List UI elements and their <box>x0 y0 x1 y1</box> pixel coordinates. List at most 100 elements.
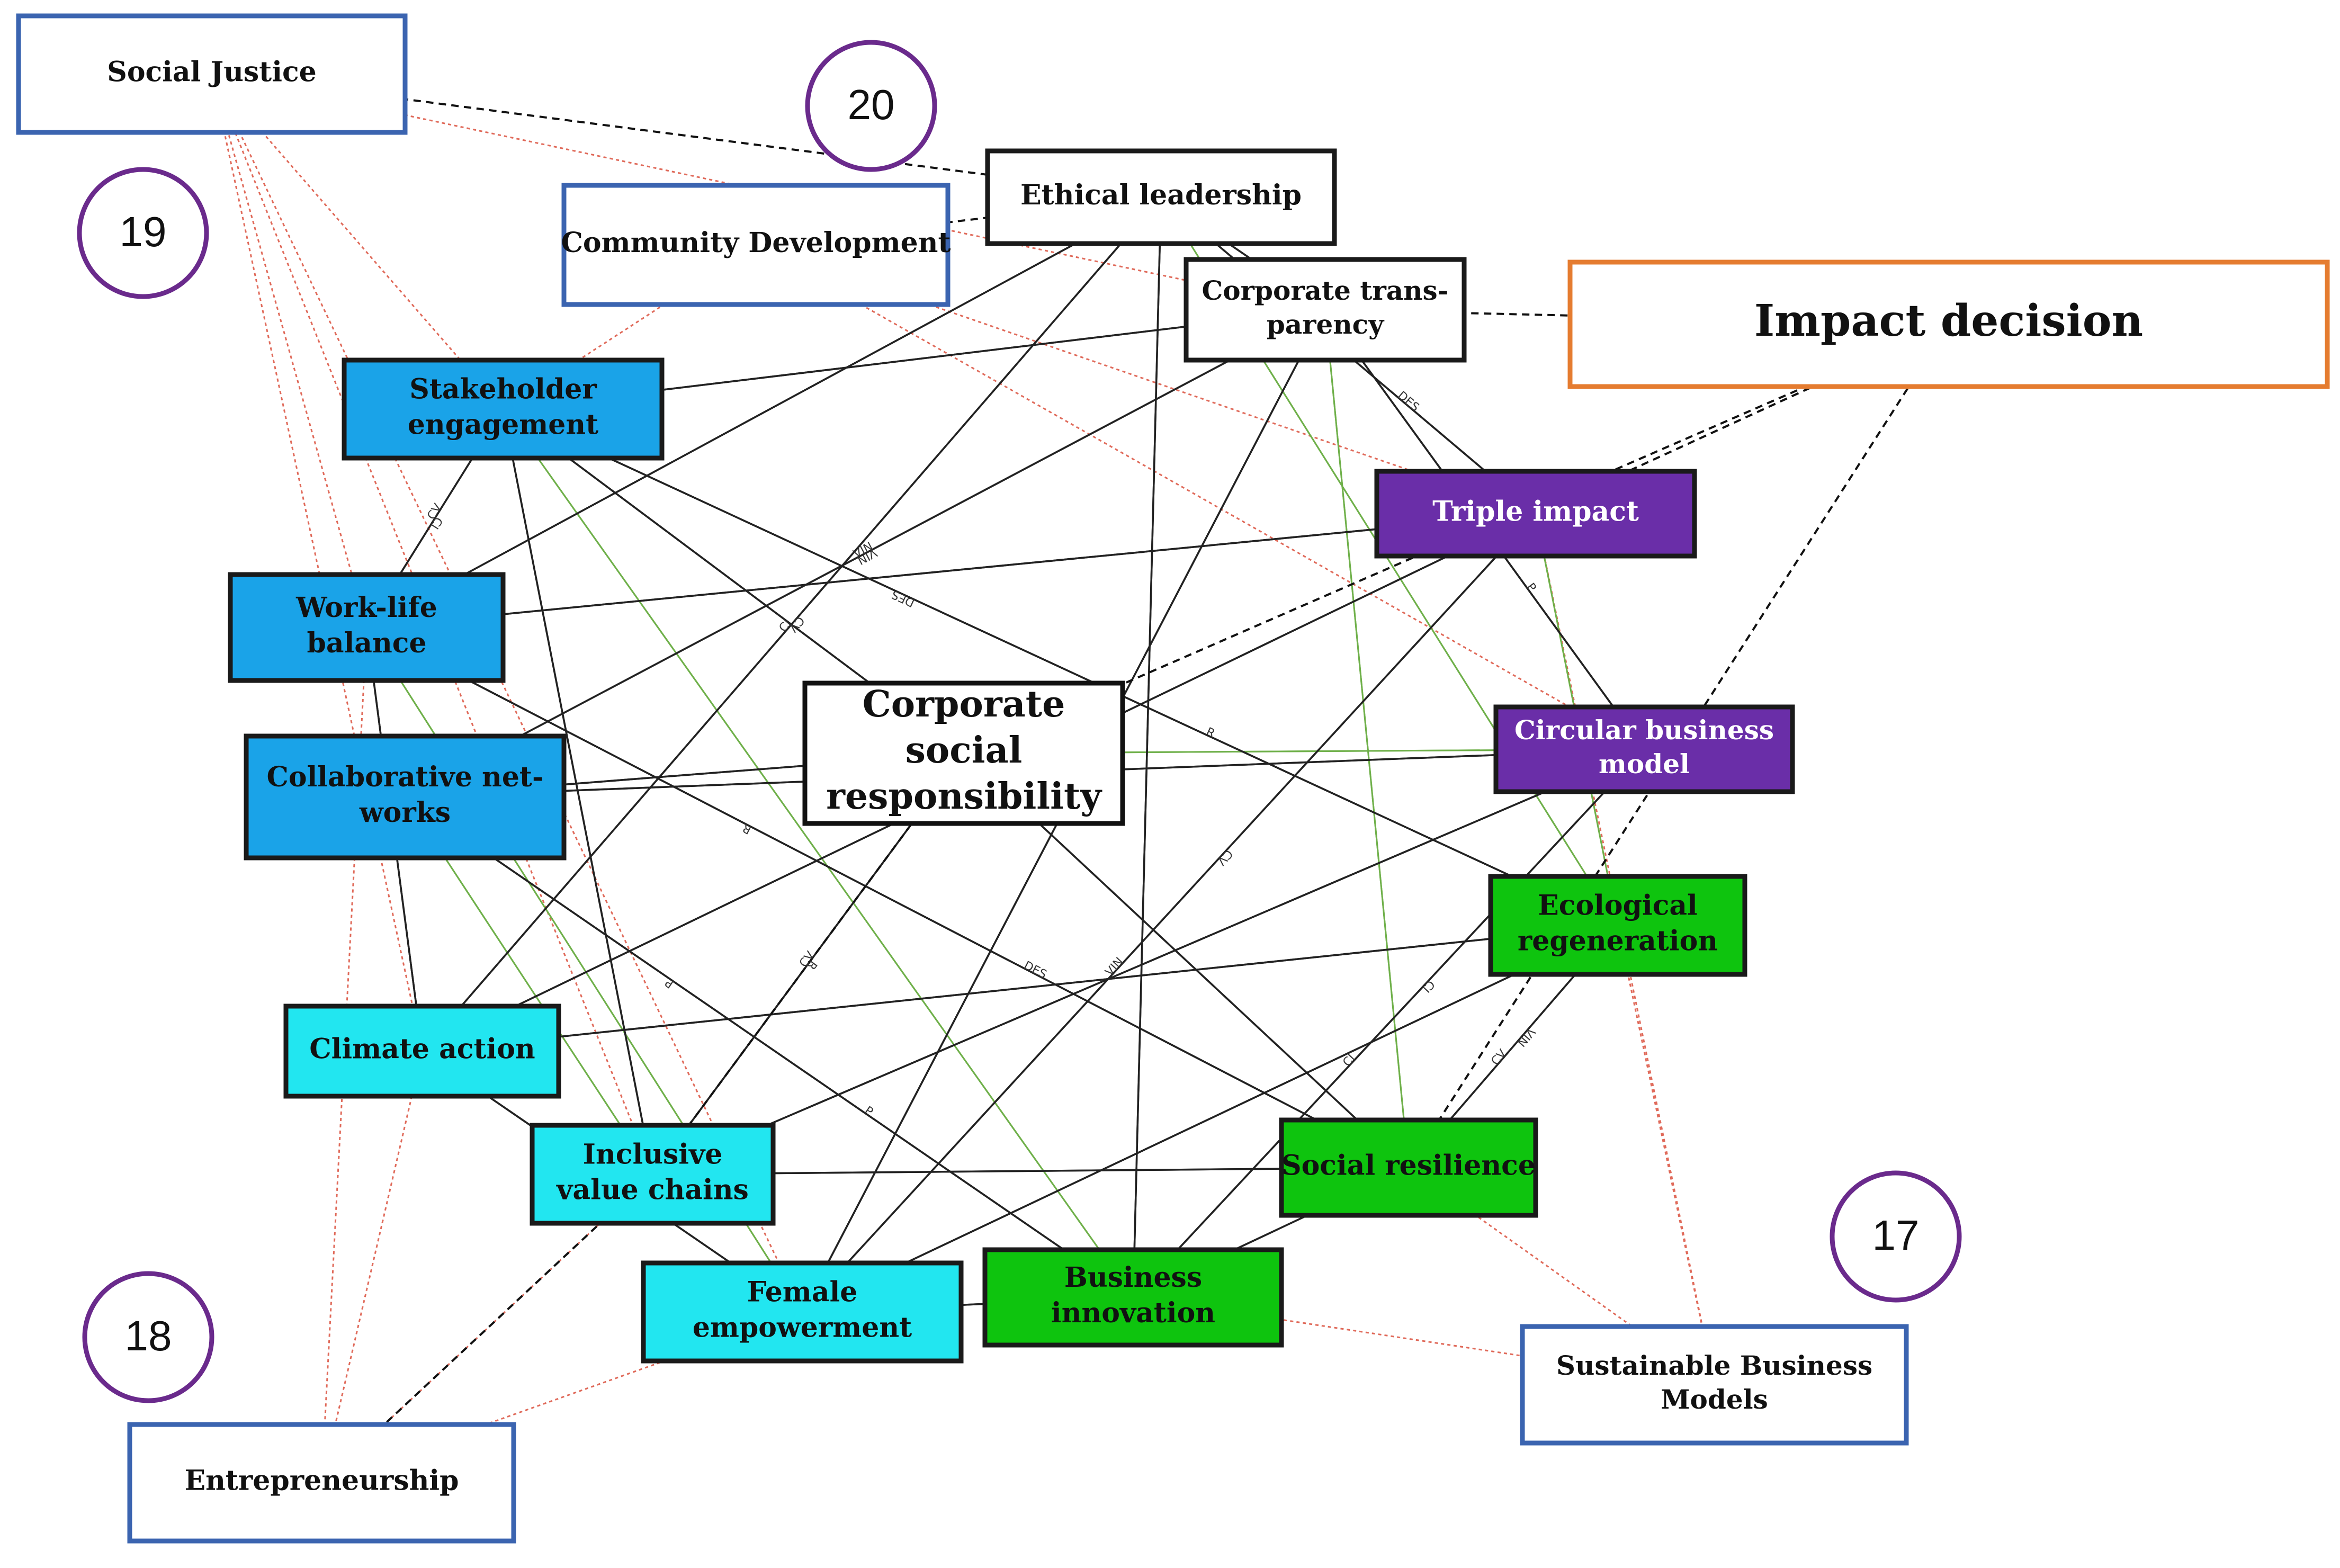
number-circle-label: 20 <box>848 81 895 128</box>
edge-label: VIN <box>1514 1025 1538 1049</box>
dark-edges <box>362 196 1646 1318</box>
corporate-transparency-label-line: Corporate trans- <box>1202 275 1449 306</box>
edge-business-innovation-to-ethical-leadership <box>1132 196 1168 1298</box>
climate-action-node: Climate action <box>283 1003 561 1099</box>
social-resilience-label-line: Social resilience <box>1281 1150 1536 1182</box>
edge-label: CI <box>1419 978 1437 995</box>
collaborative-networks-label-line: works <box>359 796 451 829</box>
edge-label: P <box>862 1104 875 1119</box>
ecological-regeneration-label-line: Ecological <box>1538 890 1698 922</box>
group-link-sustainable-business-models-triple-impact <box>1535 513 1715 1385</box>
number-circle-label: 17 <box>1872 1212 1920 1259</box>
edge-circular-business-model-to-business-innovation <box>1132 748 1645 1298</box>
edge-label: P <box>663 975 676 990</box>
number-circle-18: 18 <box>82 1271 214 1403</box>
group-link-social-justice-corporate-transparency <box>211 73 1325 311</box>
work-life-balance-label-line: Work-life <box>295 592 437 624</box>
sustainable-business-models-box <box>1520 1324 1909 1446</box>
business-innovation-label-line: Business <box>1064 1261 1202 1294</box>
edge-social-resilience-to-corporate-transparency <box>1320 308 1410 1168</box>
ecological-regeneration-label-line: regeneration <box>1518 925 1718 957</box>
dashed-link-center-inclusive-value-chains <box>651 752 965 1176</box>
business-innovation-box <box>982 1247 1284 1348</box>
climate-action-label-line: Climate action <box>309 1033 535 1065</box>
female-empowerment-label-line: Female <box>747 1276 858 1309</box>
ethical-leadership-label-line: Ethical leadership <box>1020 179 1302 211</box>
stakeholder-engagement-label-line: engagement <box>408 408 598 441</box>
group-link-social-justice-climate-action <box>211 74 423 1052</box>
circular-business-model-label-line: Circular business <box>1514 714 1774 746</box>
group-link-community-development-triple-impact <box>756 244 1536 515</box>
number-circle-ring <box>82 1271 214 1403</box>
community-development-node: Community Development <box>561 183 951 307</box>
number-circle-20: 20 <box>805 40 937 172</box>
community-development-box <box>561 183 951 307</box>
edge-circular-business-model-to-inclusive-value-chains <box>651 748 1645 1176</box>
group-link-entrepreneurship-climate-action <box>321 1051 423 1483</box>
number-circle-label: 18 <box>125 1312 172 1359</box>
group-link-social-justice-stakeholder-engagement <box>211 74 504 410</box>
impact-decision-label-line: Impact decision <box>1754 295 2143 346</box>
edge-triple-impact-to-work-life-balance <box>365 513 1536 633</box>
triple-impact-box <box>1374 469 1697 559</box>
number-circles: 19 20 17 18 <box>77 40 1962 1403</box>
ecological-regeneration-box <box>1488 874 1747 977</box>
corporate-transparency-box <box>1184 257 1467 363</box>
circular-business-model-box <box>1493 704 1795 794</box>
edge-work-life-balance-to-ethical-leadership <box>366 196 1162 629</box>
edge-inclusive-value-chains-to-stakeholder-engagement <box>499 408 654 1175</box>
inclusive-value-chains-label-line: Inclusive <box>583 1139 723 1171</box>
work-life-balance-label-line: balance <box>307 627 426 659</box>
edge-label: CV <box>1489 1047 1510 1068</box>
center-label-line: responsibility <box>826 775 1102 818</box>
impact-decision-node: Impact decision <box>1567 259 2330 389</box>
business-innovation-label-line: innovation <box>1051 1297 1215 1329</box>
center-label-line: social <box>905 729 1023 772</box>
social-resilience-node: Social resilience <box>1279 1117 1538 1218</box>
number-circle-ring <box>77 167 209 299</box>
entrepreneurship-box <box>127 1422 516 1544</box>
number-circle-ring <box>1830 1170 1962 1303</box>
entrepreneurship-node: Entrepreneurship <box>127 1422 516 1544</box>
edge-ecological-regeneration-to-climate-action <box>421 924 1618 1056</box>
inclusive-value-chains-box <box>530 1123 776 1226</box>
edge-label: DES <box>890 587 917 610</box>
ethical-leadership-node: Ethical leadership <box>985 148 1337 246</box>
community-development-label-line: Community Development <box>561 227 951 259</box>
collaborative-networks-box <box>244 733 567 861</box>
group-link-social-justice-work-life-balance <box>211 74 367 628</box>
triple-impact-node: Triple impact <box>1374 469 1697 559</box>
group-link-entrepreneurship-inclusive-value-chains <box>321 1173 653 1484</box>
sustainable-business-models-label-line: Models <box>1661 1384 1768 1415</box>
edge-business-innovation-to-collaborative-networks <box>404 796 1134 1298</box>
social-justice-node: Social Justice <box>16 13 408 135</box>
edge-triple-impact-to-female-empowerment <box>801 513 1537 1313</box>
number-circle-ring <box>805 40 937 172</box>
edge-climate-action-to-ethical-leadership <box>422 196 1162 1052</box>
ethical-leadership-box <box>985 148 1337 246</box>
triple-impact-label-line: Triple impact <box>1432 496 1639 528</box>
collaborative-networks-label-line: Collaborative net- <box>266 761 543 793</box>
entrepreneurship-label-line: Entrepreneurship <box>184 1465 459 1497</box>
corporate-transparency-node: Corporate trans-parency <box>1184 257 1467 363</box>
group-link-community-development-circular-business-model <box>755 244 1645 750</box>
number-circle-19: 19 <box>77 167 209 299</box>
edge-label: CI <box>1340 1052 1358 1069</box>
edge-business-innovation-to-stakeholder-engagement <box>502 408 1134 1298</box>
edge-collaborative-networks-to-corporate-transparency <box>405 309 1326 798</box>
corporate-transparency-label-line: parency <box>1267 309 1385 340</box>
circular-business-model-label-line: model <box>1599 748 1690 779</box>
social-resilience-box <box>1279 1117 1538 1218</box>
female-empowerment-label-line: empowerment <box>693 1311 912 1343</box>
social-justice-label-line: Social Justice <box>107 56 316 88</box>
number-circle-label: 19 <box>120 208 167 255</box>
